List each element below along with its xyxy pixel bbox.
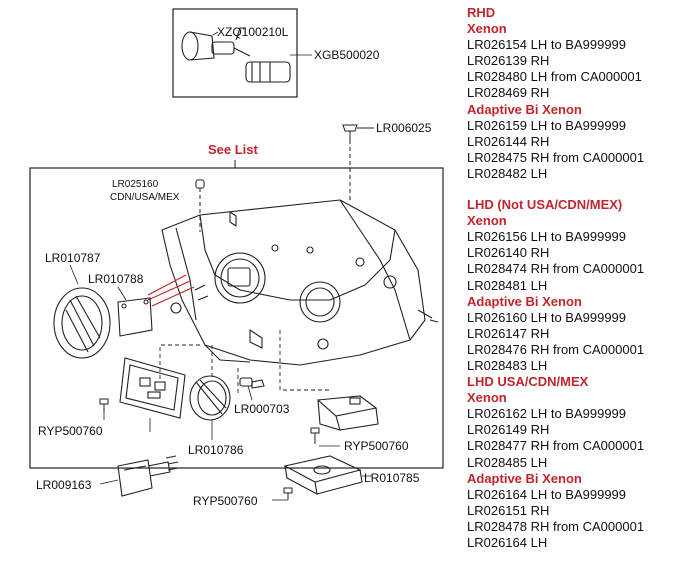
list-item: LR026164 LH to BA999999 [467, 486, 627, 502]
list-item: LR026162 LH to BA999999 [467, 406, 627, 422]
callout-ryp500760-left: RYP500760 [38, 424, 103, 438]
list-item: LR026160 LH to BA999999 [467, 309, 627, 325]
list-item: LR028480 LH from CA000001 [467, 69, 642, 85]
screw-left-drawing [99, 398, 109, 412]
group-heading: LHD USA/CDN/MEX [467, 374, 589, 390]
group-rhd: RHD Xenon LR026154 LH to BA999999 LR0261… [467, 5, 699, 182]
guide-lines-red [147, 274, 195, 307]
list-item: LR028469 RH [467, 85, 550, 101]
list-item: LR026164 LH [467, 535, 548, 550]
list-item: LR026154 LH to BA999999 [467, 37, 627, 53]
list-item: LR026139 RH [467, 53, 550, 69]
bulb-inset [172, 8, 312, 98]
list-item: LR026144 RH [467, 133, 550, 149]
list-item: LR028482 LH [467, 165, 548, 181]
list-item: LR028476 RH from CA000001 [467, 341, 645, 357]
screw-top-drawing [342, 124, 374, 200]
see-list-label: See List [208, 142, 259, 157]
callout-xgb500020: XGB500020 [314, 48, 380, 62]
callout-lr025160: LR025160 [112, 179, 159, 190]
cover-left-drawing [117, 297, 153, 337]
callout-ryp500760-right: RYP500760 [344, 439, 409, 453]
callout-lr010786: LR010786 [188, 443, 244, 457]
headlamp-exploded-diagram: XZQ100210L XGB500020 See List LR006025 L… [29, 8, 444, 508]
list-item: LR026140 RH [467, 245, 550, 261]
igniter-drawing [117, 455, 179, 497]
list-item: LR028478 RH from CA000001 [467, 518, 645, 534]
module-right-upper-drawing [316, 395, 379, 431]
callout-lr000703: LR000703 [234, 402, 290, 416]
list-item: LR026156 LH to BA999999 [467, 229, 627, 245]
list-item: LR026159 LH to BA999999 [467, 117, 627, 133]
list-item: LR028481 LH [467, 277, 548, 293]
bulb-holder-drawing [181, 27, 291, 83]
section-title: Xenon [467, 213, 507, 229]
bolt-drawing [195, 179, 205, 232]
section-title: Xenon [467, 21, 507, 37]
ring-left-drawing [53, 287, 111, 359]
group-heading: RHD [467, 5, 496, 20]
list-item: LR028483 LH [467, 357, 548, 373]
callout-lr009163: LR009163 [36, 478, 92, 492]
group-heading: LHD (Not USA/CDN/MEX) [467, 197, 623, 213]
small-bulb-drawing [239, 377, 265, 389]
screw-right-drawing [310, 427, 320, 444]
callout-lr010785: LR010785 [364, 471, 420, 485]
callout-lr010788: LR010788 [88, 272, 144, 286]
callout-lr010787: LR010787 [45, 251, 101, 265]
ballast-cap-drawing [189, 375, 231, 421]
list-item: LR026149 RH [467, 422, 550, 438]
section-title: Adaptive Bi Xenon [467, 293, 582, 309]
section-title: Adaptive Bi Xenon [467, 470, 582, 486]
list-item: LR028485 LH [467, 454, 548, 470]
ballast-drawing [119, 357, 186, 419]
list-item: LR028474 RH from CA000001 [467, 261, 645, 277]
leader-lines-dashed [159, 330, 330, 395]
section-title: Xenon [467, 390, 507, 406]
module-lower-drawing [283, 455, 363, 496]
list-item: LR028475 RH from CA000001 [467, 149, 645, 165]
screw-bottom-drawing [283, 487, 293, 500]
group-lhd-usa: LHD USA/CDN/MEX Xenon LR026162 LH to BA9… [467, 374, 699, 551]
part-number-list: RHD Xenon LR026154 LH to BA999999 LR0261… [467, 5, 699, 551]
section-title: Adaptive Bi Xenon [467, 101, 582, 117]
callout-cdn-usa-mex: CDN/USA/MEX [110, 192, 180, 203]
group-lhd-not-usa: LHD (Not USA/CDN/MEX) Xenon LR026156 LH … [467, 197, 699, 374]
list-item: LR028477 RH from CA000001 [467, 438, 645, 454]
callout-lr006025: LR006025 [376, 121, 432, 135]
headlamp-frame [29, 167, 444, 469]
list-item: LR026147 RH [467, 325, 550, 341]
headlamp-body-drawing [161, 199, 439, 366]
list-item: LR026151 RH [467, 502, 550, 518]
callout-ryp500760-bottom: RYP500760 [193, 494, 258, 508]
callout-xzq100210l: XZQ100210L [217, 25, 289, 39]
